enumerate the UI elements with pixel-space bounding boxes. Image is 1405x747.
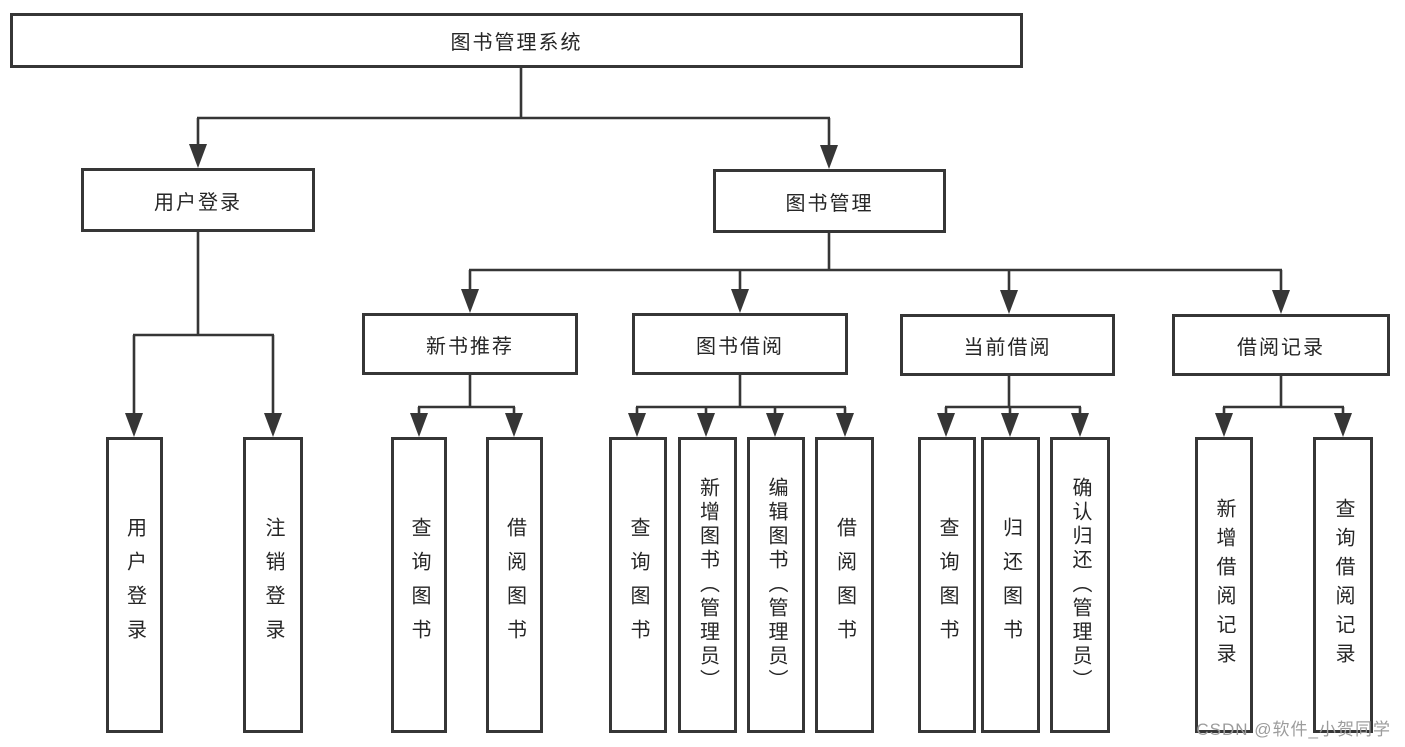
node-borrowing-records: 借阅记录 [1172,314,1390,376]
leaf-label: 查询图书 [627,517,649,653]
connector-book-mgmt-to-level3 [461,233,1290,314]
leaf-label: 注销登录 [262,517,284,653]
node-book-management: 图书管理 [713,169,946,233]
leaf-label: 借阅图书 [833,517,856,653]
connector-root-to-level2 [189,68,838,169]
leaf-query-borrow-record: 查询借阅记录 [1313,437,1373,733]
connector-book-borrow-to-leaves [628,375,854,437]
leaf-label: 借阅图书 [503,517,526,653]
node-label: 图书管理系统 [450,32,583,54]
node-book-borrowing: 图书借阅 [632,313,848,375]
node-label: 当前借阅 [963,336,1052,359]
connector-new-books-to-leaves [410,375,523,437]
leaf-label: 新增借阅记录 [1213,498,1235,672]
leaf-label: 归还图书 [999,517,1022,653]
node-user-login: 用户登录 [81,168,315,232]
leaf-label: 查询图书 [408,517,430,653]
leaf-query-books-recommend: 查询图书 [391,437,447,733]
leaf-label: 新增图书（管理员） [696,477,719,693]
leaf-add-books-admin: 新增图书（管理员） [678,437,737,733]
leaf-label: 用户登录 [123,517,146,653]
node-root-library-system: 图书管理系统 [10,13,1023,68]
leaf-confirm-return-admin: 确认归还（管理员） [1050,437,1110,733]
leaf-edit-books-admin: 编辑图书（管理员） [747,437,805,733]
leaf-label: 查询借阅记录 [1332,498,1354,672]
leaf-borrow-books-borrowing: 借阅图书 [815,437,874,733]
leaf-label: 编辑图书（管理员） [765,477,787,693]
node-label: 图书管理 [785,192,874,215]
connector-user-login-to-leaves [125,232,282,437]
node-label: 借阅记录 [1237,336,1325,359]
leaf-user-login: 用户登录 [106,437,163,733]
node-label: 图书借阅 [696,335,784,358]
leaf-borrow-books-recommend: 借阅图书 [486,437,543,733]
node-current-borrowing: 当前借阅 [900,314,1115,376]
node-new-book-recommend: 新书推荐 [362,313,578,375]
leaf-add-borrow-record: 新增借阅记录 [1195,437,1253,733]
leaf-query-books-current: 查询图书 [918,437,976,733]
leaf-label: 查询图书 [936,517,958,653]
leaf-return-books: 归还图书 [981,437,1040,733]
connector-current-borrow-to-leaves [937,376,1089,437]
node-label: 用户登录 [154,191,242,214]
leaf-query-books-borrowing: 查询图书 [609,437,667,733]
connector-borrow-records-to-leaves [1215,376,1352,437]
csdn-watermark: CSDN @软件_小贺同学 [1196,720,1391,739]
node-label: 新书推荐 [426,335,514,358]
leaf-logout: 注销登录 [243,437,303,733]
leaf-label: 确认归还（管理员） [1069,477,1091,693]
